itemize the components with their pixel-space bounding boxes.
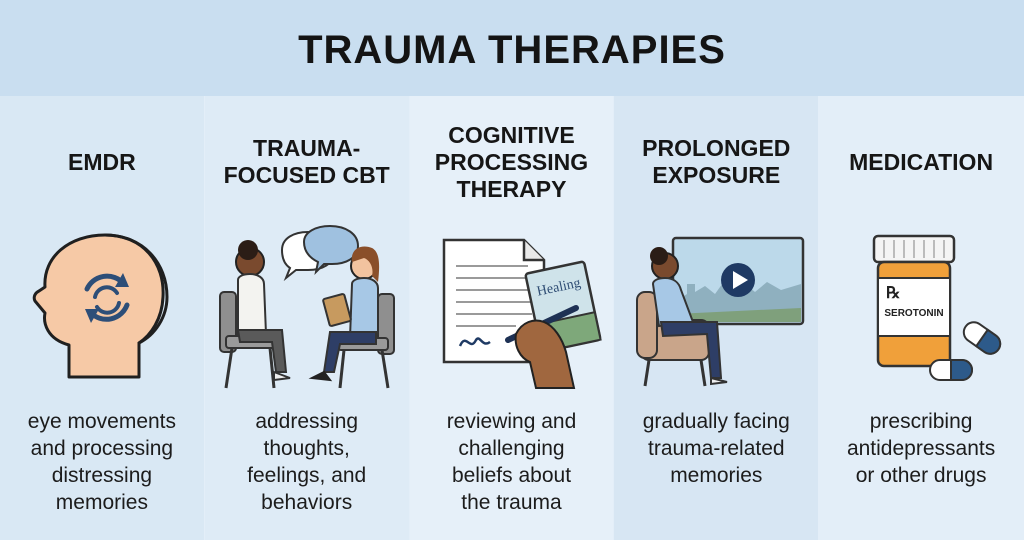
column-title-line: PROCESSING	[434, 148, 589, 175]
rx-symbol: ℞	[886, 285, 900, 302]
column-title-line: MEDICATION	[849, 148, 994, 175]
column-emdr: EMDR eye movements and processi	[0, 96, 205, 540]
column-cpt: COGNITIVE PROCESSING THERAPY	[409, 96, 615, 540]
person-watching-video-icon	[621, 222, 811, 392]
desc-line: memories	[670, 464, 763, 487]
column-title-line: COGNITIVE	[448, 121, 575, 148]
desc-line: the trauma	[461, 491, 562, 514]
head-with-circular-arrows-icon	[7, 222, 197, 392]
column-description-medication: prescribing antidepressants or other dru…	[819, 408, 1023, 489]
column-title-prolonged-exposure: PROLONGED EXPOSURE	[614, 102, 818, 222]
desc-line: memories	[55, 491, 148, 514]
column-title-line: FOCUSED CBT	[223, 162, 390, 188]
desc-line: distressing	[51, 464, 153, 487]
column-title-medication: MEDICATION	[819, 102, 1023, 222]
column-title-tf-cbt: TRAUMA- FOCUSED CBT	[205, 102, 409, 222]
column-title-line: EMDR	[68, 148, 136, 175]
desc-line: and processing	[30, 437, 174, 460]
desc-line: beliefs about	[451, 464, 572, 487]
desc-line: addressing	[255, 410, 359, 433]
desc-line: eye movements	[27, 410, 177, 433]
therapy-columns: EMDR eye movements and processi	[0, 96, 1024, 540]
therapist-and-client-talking-icon	[212, 222, 402, 392]
column-tf-cbt: TRAUMA- FOCUSED CBT	[204, 96, 410, 540]
column-title-line: PROLONGED	[642, 135, 791, 161]
pill-bottle-icon: ℞ SEROTONIN	[826, 222, 1016, 392]
desc-line: or other drugs	[855, 464, 987, 487]
column-description-tf-cbt: addressing thoughts, feelings, and behav…	[205, 408, 409, 516]
header-banner: TRAUMA THERAPIES	[0, 0, 1024, 96]
desc-line: prescribing	[869, 410, 973, 433]
column-title-line: TRAUMA-	[253, 135, 361, 161]
desc-line: reviewing and	[446, 410, 577, 433]
desc-line: antidepressants	[846, 437, 996, 460]
column-title-cpt: COGNITIVE PROCESSING THERAPY	[410, 102, 614, 222]
desc-line: thoughts,	[263, 437, 350, 460]
desc-line: challenging	[458, 437, 565, 460]
column-description-emdr: eye movements and processing distressing…	[0, 408, 204, 516]
desc-line: trauma-related	[648, 437, 785, 460]
page-title: TRAUMA THERAPIES	[298, 27, 726, 72]
desc-line: behaviors	[261, 491, 353, 514]
column-title-line: EXPOSURE	[652, 162, 781, 188]
column-prolonged-exposure: PROLONGED EXPOSURE	[614, 96, 820, 540]
column-description-prolonged-exposure: gradually facing trauma-related memories	[614, 408, 818, 489]
hand-writing-on-paper-icon: Healing	[416, 222, 606, 392]
column-medication: MEDICATION ℞ SEROTONIN	[819, 96, 1024, 540]
desc-line: feelings, and	[247, 464, 367, 487]
bottle-label: SEROTONIN	[884, 308, 943, 319]
column-description-cpt: reviewing and challenging beliefs about …	[410, 408, 614, 516]
desc-line: gradually facing	[642, 410, 790, 433]
capsule-icon	[962, 321, 1002, 355]
capsule-icon	[929, 359, 974, 381]
column-title-emdr: EMDR	[0, 102, 204, 222]
column-title-line: THERAPY	[456, 175, 567, 202]
